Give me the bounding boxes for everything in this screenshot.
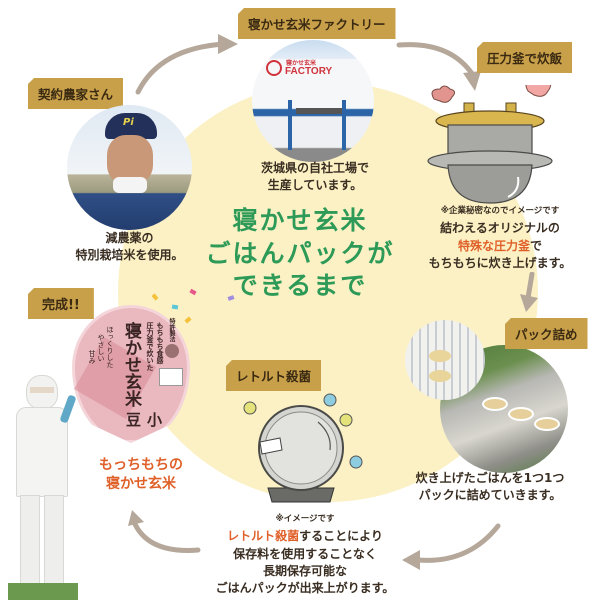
step-caption-pressure-cooker: ※企業秘密なのでイメージです 結わえるオリジナルの 特殊な圧力釜で もちもちに炊… [420, 205, 580, 272]
title-line: 寝かせ玄米 [232, 206, 368, 235]
conveyor-photo [405, 320, 485, 400]
farmer-photo: Pi [67, 105, 192, 230]
page-title: 寝かせ玄米 ごはんパックが できるまで [190, 205, 410, 303]
confetti-decoration [171, 304, 179, 310]
step-caption-packing: 炊き上げたごはんを1つ1つ パックに詰めていきます。 [400, 470, 580, 505]
worker-leg [20, 495, 40, 585]
caption-text: で [530, 238, 543, 253]
step-caption-complete: もっちもちの 寝かせ玄米 [82, 456, 200, 494]
retort-sterilizer-illustration [243, 393, 363, 503]
step-tag-retort: レトルト殺菌 [226, 360, 322, 391]
factory-pillar [288, 100, 292, 150]
pack-label-main: 寝かせ玄米 [121, 322, 141, 407]
step-caption-factory: 茨城県の自社工場で 生産しています。 [245, 160, 385, 195]
arrow-icon [396, 42, 481, 91]
caption-line: 生産しています。 [267, 178, 363, 193]
pack-label-side: ほっくりした [106, 326, 114, 368]
step-tag-complete: 完成!! [28, 288, 94, 319]
rice-pack [534, 417, 560, 431]
caption-line: パックに詰めていきます。 [418, 488, 562, 503]
highlight-text: 特殊な圧力釜 [457, 238, 530, 253]
title-line: ごはんパックが [205, 238, 395, 268]
image-note: ※企業秘密なのでイメージです [440, 206, 560, 216]
pack-label-side: やさしい [97, 334, 105, 362]
rice-pack [429, 350, 451, 362]
rice-pack [482, 397, 508, 411]
worker-body [16, 407, 68, 497]
caption-line: 特殊な圧力釜で [420, 238, 580, 255]
rice-pack [508, 407, 534, 421]
rice-pack [429, 370, 451, 382]
step-caption-retort: ※イメージです レトルト殺菌することにより 保存料を使用することなく 長期保存可… [215, 513, 395, 598]
caption-line: 炊き上げたごはんを1つ1つ [415, 471, 565, 485]
cap: Pi [105, 113, 157, 139]
pack-bean-image [165, 344, 179, 358]
caption-text: することにより [299, 529, 383, 544]
cap-logo: Pi [123, 117, 134, 128]
pressure-cooker-illustration [427, 85, 553, 204]
step-tag-factory: 寝かせ玄米ファクトリー [238, 8, 396, 39]
factory-pillar [342, 100, 346, 150]
arrow-icon [128, 510, 201, 553]
caption-line: 結わえるオリジナルの [440, 221, 560, 236]
worker-leg [44, 495, 64, 585]
caption-line: レトルト殺菌することにより [215, 528, 395, 545]
step-tag-packing: パック詰め [505, 318, 588, 349]
caption-line: 茨城県の自社工場で [260, 161, 369, 175]
floor [8, 583, 78, 600]
step-caption-farmer: 減農薬の 特別栽培米を使用。 [72, 230, 187, 265]
caption-line: 特別栽培米を使用。 [75, 248, 184, 263]
face [107, 135, 153, 185]
image-note: ※イメージです [275, 514, 335, 524]
pack-label-sub: 小豆 [124, 412, 163, 427]
arrow-icon [402, 523, 501, 570]
caption-line: もちもちに炊き上げます。 [428, 256, 572, 271]
worker-eyes [30, 387, 54, 393]
factory-worker-figure [8, 375, 78, 600]
caption-line: 保存料を使用することなく [233, 546, 377, 561]
factory-windows [296, 108, 346, 114]
caption-line: 寝かせ玄米 [106, 475, 176, 492]
caption-line: 減農薬の [105, 231, 154, 245]
pack-label-side: 甘み [88, 350, 96, 364]
step-tag-pressure-cooker: 圧力釜で炊飯 [477, 42, 573, 73]
factory-photo: 寝かせ玄米 FACTORY [252, 40, 374, 162]
pack-label-top: 圧力釜で炊いた [146, 322, 154, 371]
caption-line: 長期保存可能な [262, 564, 347, 579]
arrow-icon [520, 272, 538, 312]
factory-sign-small: 寝かせ玄米 [286, 60, 317, 67]
title-line: できるまで [232, 271, 368, 300]
collar [113, 177, 147, 193]
pack-barcode [159, 368, 183, 386]
arrow-icon [135, 34, 238, 95]
caption-line: ごはんパックが出来上がります。 [215, 581, 395, 596]
pack-label-top2: もちもち食感 [156, 322, 164, 364]
pack-badge: 特許製法 [168, 318, 175, 342]
caption-line: もっちもちの [99, 457, 183, 473]
highlight-text: レトルト殺菌 [227, 529, 300, 544]
factory-sign-large: FACTORY [285, 66, 333, 77]
rice-pack-product: 寝かせ玄米 小豆 圧力釜で炊いた もちもち食感 特許製法 ほっくりした やさしい… [72, 305, 190, 443]
step-tag-farmer: 契約農家さん [28, 78, 124, 109]
factory-logo-circle [266, 60, 282, 76]
